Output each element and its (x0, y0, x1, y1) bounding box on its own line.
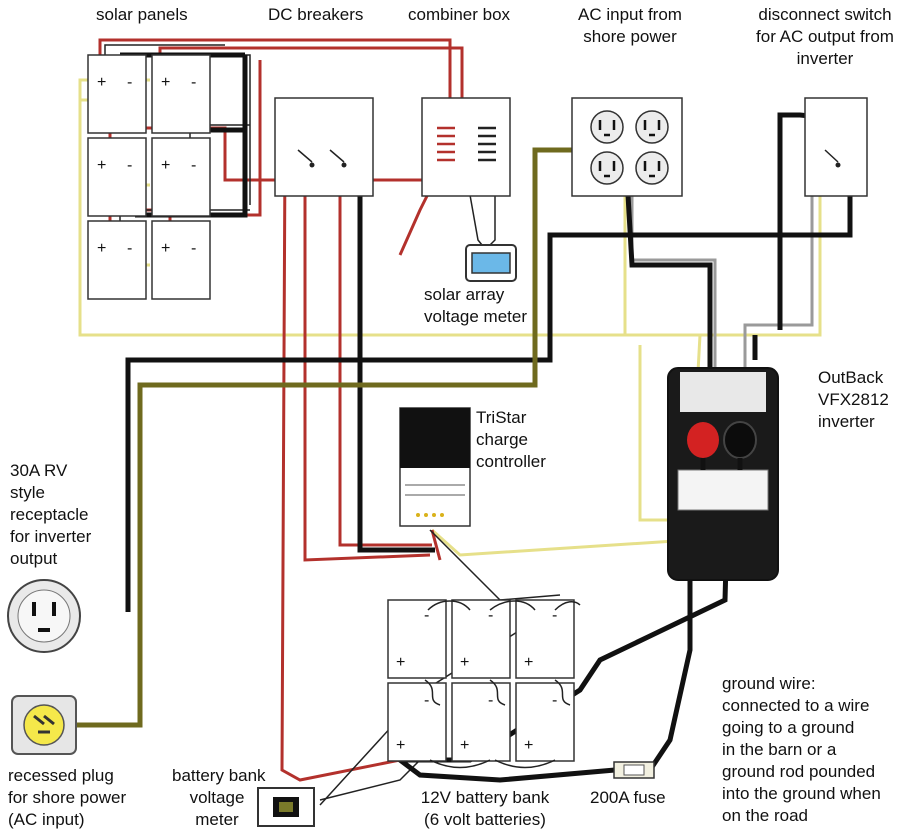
battery-plus: + (396, 654, 405, 671)
battery-plus: + (524, 737, 533, 754)
label-fuse: 200A fuse (590, 788, 666, 807)
battery-minus: - (424, 692, 429, 709)
label-tristar: TriStar charge controller (476, 408, 546, 471)
label-dc-breakers: DC breakers (268, 5, 364, 24)
panel-minus: - (191, 74, 196, 91)
ac-input-outlets (571, 97, 683, 197)
battery-bank-voltage-meter (257, 787, 315, 827)
label-combiner-box: combiner box (408, 5, 511, 24)
label-inverter: OutBack VFX2812 inverter (818, 368, 889, 431)
battery-minus: - (552, 692, 557, 709)
panel-minus: - (127, 74, 132, 91)
panel-plus: + (161, 74, 170, 91)
panel-minus: - (191, 240, 196, 257)
rv-receptacle-30a (7, 579, 81, 653)
label-solar-array-voltage-meter: solar array voltage meter (424, 285, 527, 326)
battery-bank (387, 599, 575, 762)
tristar-charge-controller (399, 407, 471, 527)
battery-terminal-labels: - - - + + + - - - + + + (396, 607, 557, 754)
panel-minus: - (127, 157, 132, 174)
battery-plus: + (460, 654, 469, 671)
panel-plus: + (97, 157, 106, 174)
label-ac-input: AC input from shore power (578, 5, 682, 46)
battery-plus: + (524, 654, 533, 671)
battery-minus: - (488, 692, 493, 709)
combiner-box (421, 97, 511, 197)
battery-plus: + (460, 737, 469, 754)
panel-terminal-labels: + - + - + - + - + - + - (97, 74, 196, 257)
panel-plus: + (161, 157, 170, 174)
panel-plus: + (97, 74, 106, 91)
panel-minus: - (191, 157, 196, 174)
dc-breakers-box (274, 97, 374, 197)
label-recessed-plug: recessed plug for shore power (AC input) (8, 766, 127, 829)
solar-array-voltage-meter (465, 244, 517, 282)
battery-jumpers (424, 600, 581, 769)
battery-plus: + (396, 737, 405, 754)
panel-plus: + (161, 240, 170, 257)
recessed-shore-power-plug (11, 695, 77, 755)
battery-minus: - (552, 607, 557, 624)
thick-black-wires (120, 52, 853, 783)
olive-wires (72, 147, 575, 728)
label-ground-wire: ground wire: connected to a wire going t… (722, 674, 881, 825)
label-battery-bank-meter: battery bank voltage meter (172, 766, 266, 829)
outback-inverter (667, 367, 779, 581)
solar-panels (87, 54, 211, 300)
label-disconnect-switch: disconnect switch for AC output from inv… (756, 5, 894, 68)
panel-minus: - (127, 240, 132, 257)
fuse-200a (613, 761, 655, 779)
label-rv-receptacle: 30A RV style receptacle for inverter out… (10, 461, 92, 568)
panel-plus: + (97, 240, 106, 257)
battery-minus: - (424, 607, 429, 624)
disconnect-switch (804, 97, 868, 197)
battery-minus: - (488, 607, 493, 624)
label-solar-panels: solar panels (96, 5, 188, 24)
label-battery-bank: 12V battery bank (6 volt batteries) (420, 788, 550, 829)
